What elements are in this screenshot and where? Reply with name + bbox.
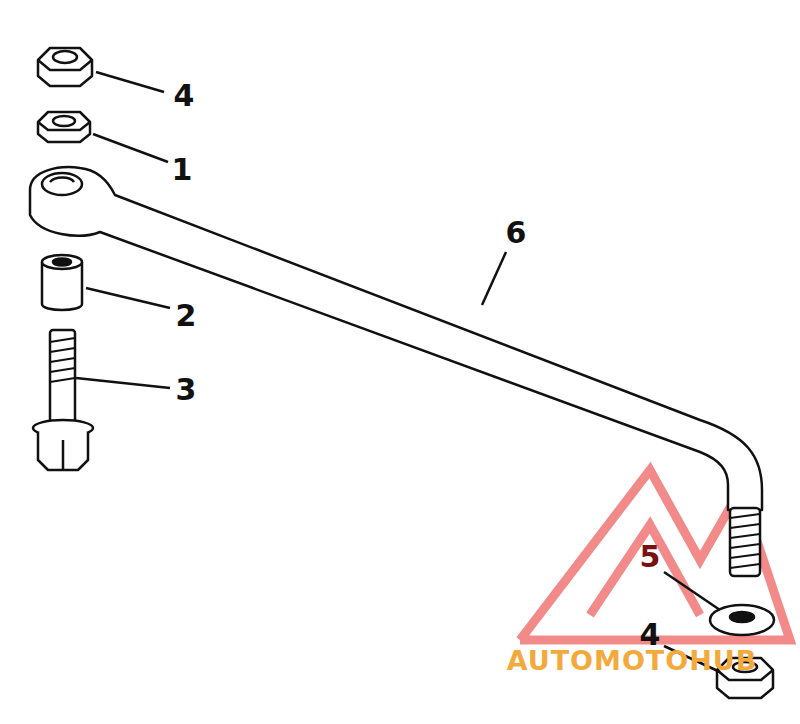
leader-line: [93, 134, 168, 162]
callout-number: 5: [640, 542, 661, 572]
bolt-threads: [50, 338, 75, 382]
nut-hole: [53, 116, 75, 126]
watermark-inner: [590, 525, 700, 615]
washer-hole: [730, 612, 754, 622]
callout-number: 2: [176, 301, 197, 331]
leader-lines: [76, 72, 720, 672]
spacer-top: [42, 255, 82, 269]
callout-number: 3: [176, 375, 197, 405]
callout-number: 4: [640, 620, 661, 650]
leader-line: [76, 378, 170, 388]
callout-number: 6: [506, 218, 527, 248]
jam-nut: [38, 112, 90, 142]
leader-line: [96, 72, 164, 92]
eye-shade: [50, 178, 74, 183]
nut-hole: [53, 51, 77, 63]
parts: [30, 48, 774, 698]
bolt-shank: [50, 330, 75, 425]
leader-line: [664, 572, 720, 610]
head-edge: [62, 440, 65, 470]
leader-line: [86, 288, 170, 308]
watermark: AUTOMOTOHUB: [507, 647, 758, 674]
tie-rod: [30, 167, 762, 510]
spacer-hole: [53, 259, 71, 266]
threaded-end: [730, 508, 760, 576]
bolt-head: [38, 432, 88, 470]
callout-number: 1: [172, 155, 193, 185]
lock-nut: [38, 48, 92, 86]
callout-number: 4: [174, 81, 195, 111]
rod-eye: [42, 173, 82, 195]
leader-line: [482, 252, 506, 305]
threads: [730, 514, 760, 568]
